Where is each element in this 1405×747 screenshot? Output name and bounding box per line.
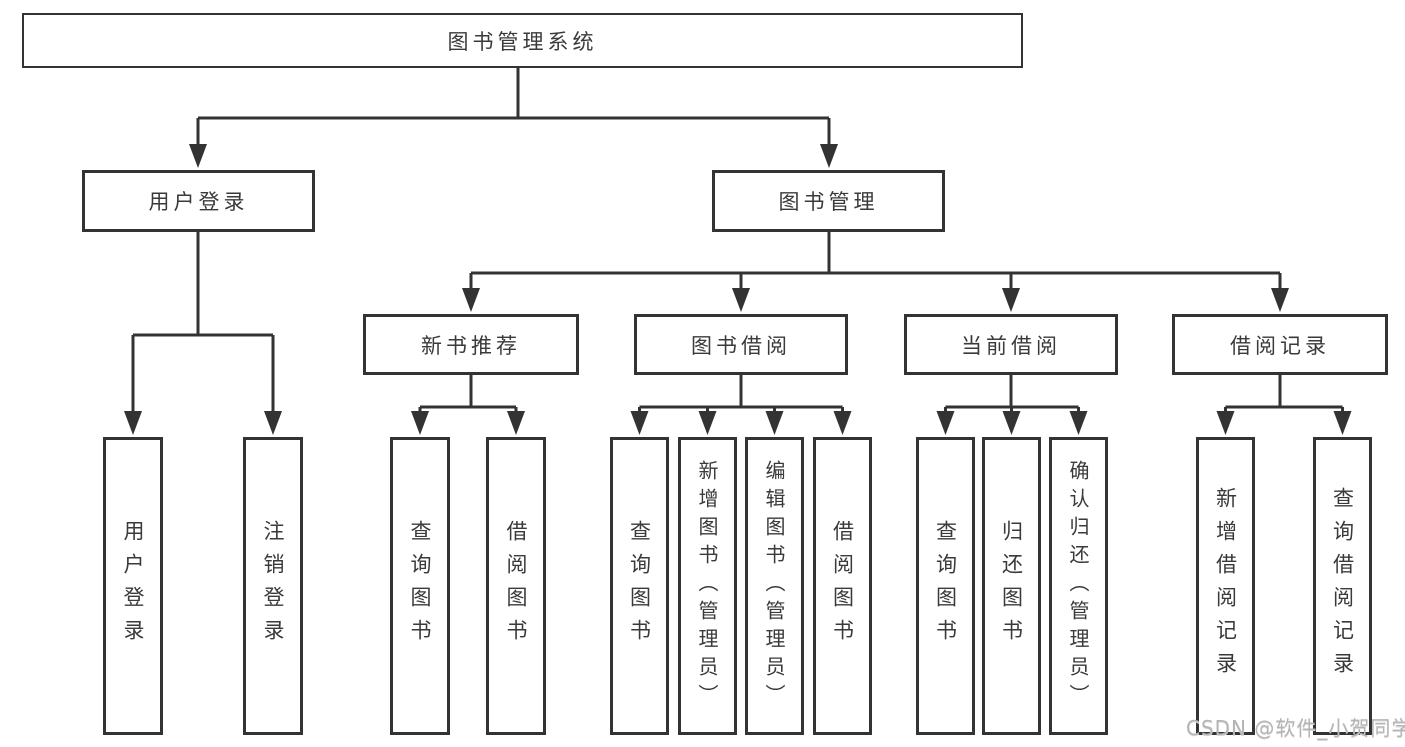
node-user-login: 用户登录 — [82, 170, 315, 232]
leaf-query-books-current: 查询图书 — [916, 437, 975, 735]
leaf-user-login: 用户登录 — [103, 437, 163, 735]
connector-current-borrow-children — [944, 375, 1080, 417]
leaf-borrow-books-recommend: 借阅图书 — [486, 437, 546, 735]
leaf-return-books: 归还图书 — [982, 437, 1041, 735]
connector-book-borrow-children — [638, 375, 844, 417]
connector-user-login-children — [131, 232, 275, 417]
connector-new-book-children — [418, 375, 518, 417]
leaf-query-borrow-record: 查询借阅记录 — [1313, 437, 1372, 735]
leaf-edit-books-admin: 编辑图书（管理员） — [745, 437, 804, 735]
leaf-query-books-recommend: 查询图书 — [390, 437, 450, 735]
csdn-watermark: CSDN @软件_小贺同学 — [1186, 716, 1405, 740]
node-root-system: 图书管理系统 — [22, 13, 1023, 68]
node-new-book-recommend: 新书推荐 — [363, 314, 579, 375]
connector-book-mgmt-children — [469, 232, 1282, 294]
leaf-confirm-return-admin: 确认归还（管理员） — [1049, 437, 1108, 735]
node-book-management: 图书管理 — [712, 170, 945, 232]
node-book-borrow: 图书借阅 — [634, 314, 848, 375]
node-borrow-records: 借阅记录 — [1172, 314, 1388, 375]
leaf-query-books-borrow: 查询图书 — [610, 437, 669, 735]
leaf-logout: 注销登录 — [243, 437, 303, 735]
leaf-borrow-books: 借阅图书 — [813, 437, 872, 735]
leaf-add-borrow-record: 新增借阅记录 — [1196, 437, 1255, 735]
connector-root-to-level2 — [196, 68, 831, 150]
node-current-borrow: 当前借阅 — [904, 314, 1118, 375]
connector-borrow-records-children — [1224, 375, 1344, 417]
leaf-add-books-admin: 新增图书（管理员） — [678, 437, 737, 735]
